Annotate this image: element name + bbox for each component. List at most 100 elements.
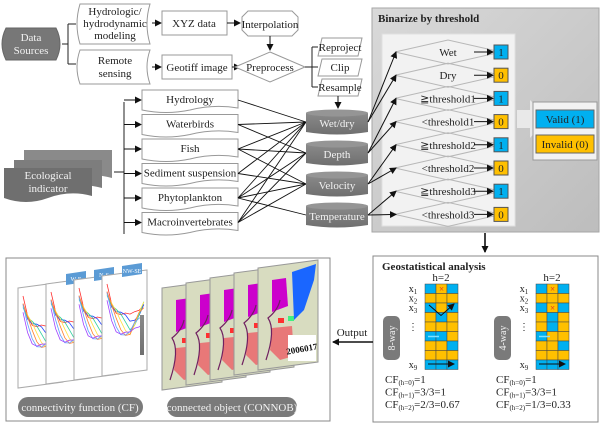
grid-cell — [546, 359, 559, 370]
preprocess-node: Preprocess — [233, 51, 307, 83]
indicator-waterbirds: Waterbirds — [141, 114, 239, 138]
indicator-bracket — [114, 102, 125, 234]
grid-cell — [557, 359, 570, 370]
variable-label: Wet/dry — [319, 118, 355, 130]
binary-value: 1 — [498, 186, 504, 198]
binary-value: 0 — [498, 209, 504, 221]
direction-tab-label: NW-SE — [123, 269, 142, 275]
rule-label: ≧threshold1 — [420, 93, 476, 105]
connob-label-pill — [167, 397, 297, 417]
lag-label: h=2 — [432, 272, 449, 284]
river-line — [193, 314, 209, 376]
valid-badge — [535, 109, 595, 129]
cross-mark-icon: × — [550, 284, 555, 294]
cf-formula: CF(h=0)=1 — [496, 374, 537, 387]
threshold-rule: ≧threshold3 1 — [394, 178, 509, 204]
grid-cell — [557, 293, 570, 304]
connob-patch — [206, 333, 212, 338]
connob-patch — [254, 323, 260, 328]
connob-patch — [292, 264, 316, 320]
indicator-label: Hydrology — [166, 94, 214, 106]
indicator-phytoplankton: Phytoplankton — [141, 187, 239, 211]
link-line — [237, 121, 307, 125]
cf-formula: CF(h=1)=3/3=1 — [496, 387, 557, 400]
link-line — [237, 152, 307, 223]
way-pill — [494, 316, 511, 360]
grid-cell — [424, 321, 437, 332]
geostat-panel: Geostatistical analysis 8-wayh=2x1x2x3⋮x… — [372, 255, 599, 423]
rule-label: <threshold3 — [422, 209, 475, 221]
indicator-label: Waterbirds — [166, 119, 214, 131]
colorbar — [140, 315, 144, 355]
connob-patch — [230, 328, 236, 333]
grid-cell — [446, 293, 459, 304]
grid-cell — [535, 340, 548, 351]
invalid-label: Invalid (0) — [542, 139, 589, 151]
grid-cell — [446, 302, 459, 313]
reproject-label: Reproject — [319, 42, 362, 54]
direction-tab — [122, 263, 142, 277]
rule-label: ≧threshold3 — [420, 186, 476, 198]
data-sources-bracket — [62, 23, 76, 65]
river-line — [217, 309, 233, 371]
valid-invalid-box: Valid (1) Invalid (0) — [532, 101, 598, 161]
row-label: x3 — [520, 303, 529, 315]
binary-value-badge — [493, 206, 509, 222]
ecological-label-1: Ecological — [24, 170, 71, 182]
data-sources-label-2: Sources — [14, 45, 49, 57]
ecological-indicator-node: Ecological indicator — [4, 150, 112, 202]
arrow — [367, 74, 397, 123]
link-line — [237, 148, 307, 185]
diagonal-path-arrow — [428, 303, 455, 317]
connob-label: connected object (CONNOB) — [167, 402, 298, 414]
preprocess-steps: Reproject Clip Resample — [317, 37, 363, 97]
variable-rule-links — [367, 51, 398, 219]
indicator-variable-links — [237, 99, 307, 223]
output-panel: W-EN-SNW-SE 2006017 connectivity functio… — [5, 257, 331, 422]
geotiff-node: Geotiff image — [161, 54, 233, 80]
way-label: 4-way — [498, 326, 509, 351]
cf-series-line — [106, 295, 145, 331]
indicator-hydrology: Hydrology — [141, 89, 239, 113]
reproject-step: Reproject — [317, 37, 363, 57]
preprocess-bracket — [305, 46, 318, 88]
data-sources-label-1: Data — [21, 32, 42, 44]
indicator-arrows — [124, 96, 142, 226]
cf-formula: CF(h=2)=1/3=0.33 — [496, 399, 571, 412]
lag-label: h=2 — [543, 272, 560, 284]
valid-label: Valid (1) — [546, 114, 585, 126]
arrow — [367, 143, 397, 185]
indicator-label: Phytoplankton — [158, 192, 223, 204]
link-line — [237, 121, 307, 174]
connob-patch — [288, 316, 294, 321]
variable-label: Depth — [324, 149, 351, 161]
binary-value-badge — [493, 160, 509, 176]
clip-label: Clip — [331, 62, 350, 74]
geostat-panel-4way: 4-wayh=2x1x2x3⋮x9××CF(h=0)=1CF(h=1)=3/3=… — [494, 272, 571, 412]
geotiff-label: Geotiff image — [166, 62, 227, 74]
link-line — [237, 197, 307, 216]
geostat-title: Geostatistical analysis — [382, 261, 486, 273]
row-label: ⋮ — [408, 322, 418, 333]
grid-cell — [535, 359, 548, 370]
cf-chart: NW-SE — [101, 263, 148, 377]
arrow — [367, 51, 398, 123]
grid-cell — [535, 283, 548, 294]
rule-label: ≧threshold2 — [420, 140, 476, 152]
way-label: 8-way — [387, 326, 398, 351]
threshold-rule: <threshold3 0 — [394, 201, 509, 227]
river-line — [169, 319, 185, 381]
link-line — [237, 121, 307, 223]
grid-cell — [546, 321, 559, 332]
xyz-data-label: XYZ data — [172, 18, 216, 30]
connob-patch — [278, 318, 284, 323]
binary-value-badge — [493, 114, 509, 130]
variable-label: Temperature — [309, 211, 365, 223]
grid-cell — [424, 312, 437, 323]
